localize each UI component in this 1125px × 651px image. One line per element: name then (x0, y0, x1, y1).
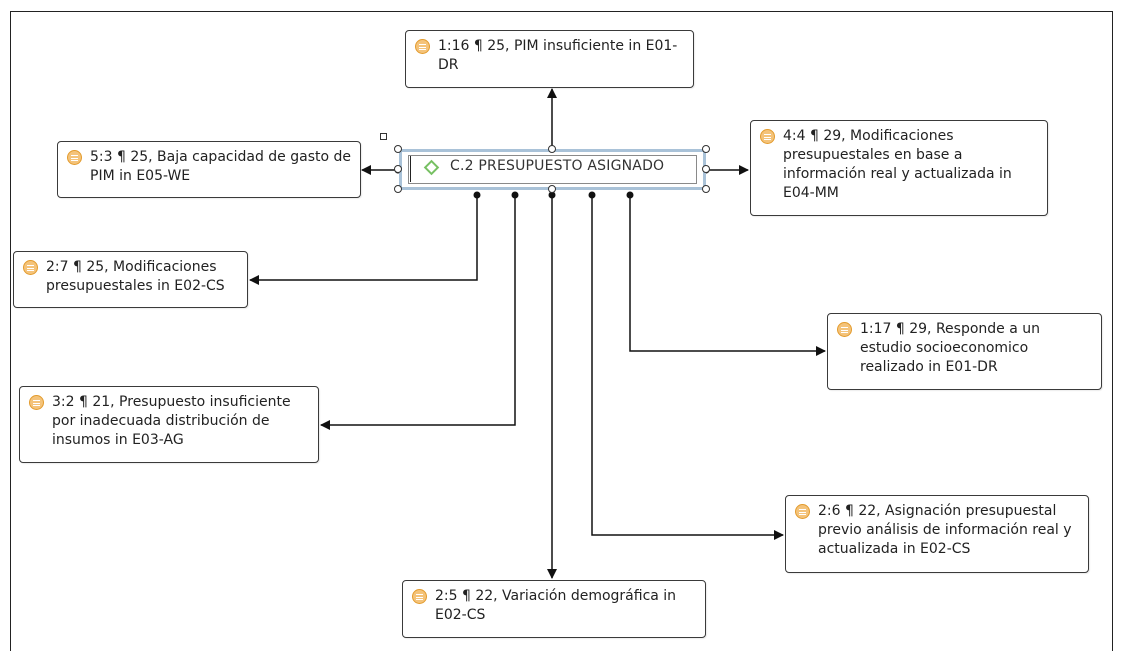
link-arrow[interactable] (629, 195, 826, 356)
canvas-frame (10, 11, 1113, 651)
quotation-text: 1:17 ¶ 29, Responde a un estudio socioec… (860, 321, 1041, 375)
quotation-document-icon (760, 129, 775, 144)
code-node-presupuesto-asignado[interactable]: C.2 PRESUPUESTO ASIGNADO (399, 149, 706, 190)
quotation-document-icon (29, 395, 44, 410)
link-anchor-dot (473, 191, 481, 199)
quotation-node[interactable]: 2:6 ¶ 22, Asignación presupuestal previo… (785, 495, 1089, 573)
quotation-node[interactable]: 5:3 ¶ 25, Baja capacidad de gasto de PIM… (57, 141, 361, 198)
code-node-divider (410, 156, 411, 182)
quotation-document-icon (415, 39, 430, 54)
link-anchor-dot (626, 191, 634, 199)
resize-handle-bottom[interactable] (548, 185, 556, 193)
resize-handle-bottom-right[interactable] (702, 185, 710, 193)
quotation-document-icon (67, 150, 82, 165)
link-arrow[interactable] (591, 195, 784, 540)
quotation-node[interactable]: 2:5 ¶ 22, Variación demográfica in E02-C… (402, 580, 706, 638)
quotation-document-icon (795, 504, 810, 519)
link-anchor-dot (588, 191, 596, 199)
quotation-node[interactable]: 4:4 ¶ 29, Modificaciones presupuestales … (750, 120, 1048, 216)
link-anchor-dot (548, 191, 556, 199)
quotation-text: 1:16 ¶ 25, PIM insuficiente in E01-DR (438, 38, 678, 73)
quotation-document-icon (23, 260, 38, 275)
link-arrow[interactable] (320, 195, 516, 430)
quotation-text: 4:4 ¶ 29, Modificaciones presupuestales … (783, 128, 1012, 201)
link-arrow[interactable] (249, 195, 478, 285)
quotation-document-icon (837, 322, 852, 337)
resize-handle-right[interactable] (702, 165, 710, 173)
quotation-node[interactable]: 3:2 ¶ 21, Presupuesto insuficiente por i… (19, 386, 319, 463)
quotation-node[interactable]: 1:16 ¶ 25, PIM insuficiente in E01-DR (405, 30, 694, 88)
quotation-node[interactable]: 1:17 ¶ 29, Responde a un estudio socioec… (827, 313, 1102, 390)
resize-handle-left[interactable] (394, 165, 402, 173)
selection-square-handle[interactable] (380, 133, 387, 140)
link-anchor-dot (511, 191, 519, 199)
quotation-text: 5:3 ¶ 25, Baja capacidad de gasto de PIM… (90, 149, 352, 184)
quotation-text: 2:7 ¶ 25, Modificaciones presupuestales … (46, 259, 225, 294)
quotation-text: 2:6 ¶ 22, Asignación presupuestal previo… (818, 503, 1072, 557)
code-node-inner (408, 155, 697, 184)
resize-handle-top[interactable] (548, 145, 556, 153)
resize-handle-top-left[interactable] (394, 145, 402, 153)
resize-handle-bottom-left[interactable] (394, 185, 402, 193)
resize-handle-top-right[interactable] (702, 145, 710, 153)
quotation-document-icon (412, 589, 427, 604)
quotation-text: 3:2 ¶ 21, Presupuesto insuficiente por i… (52, 394, 291, 448)
quotation-text: 2:5 ¶ 22, Variación demográfica in E02-C… (435, 588, 677, 623)
quotation-node[interactable]: 2:7 ¶ 25, Modificaciones presupuestales … (13, 251, 248, 308)
code-node-label: C.2 PRESUPUESTO ASIGNADO (450, 158, 665, 174)
